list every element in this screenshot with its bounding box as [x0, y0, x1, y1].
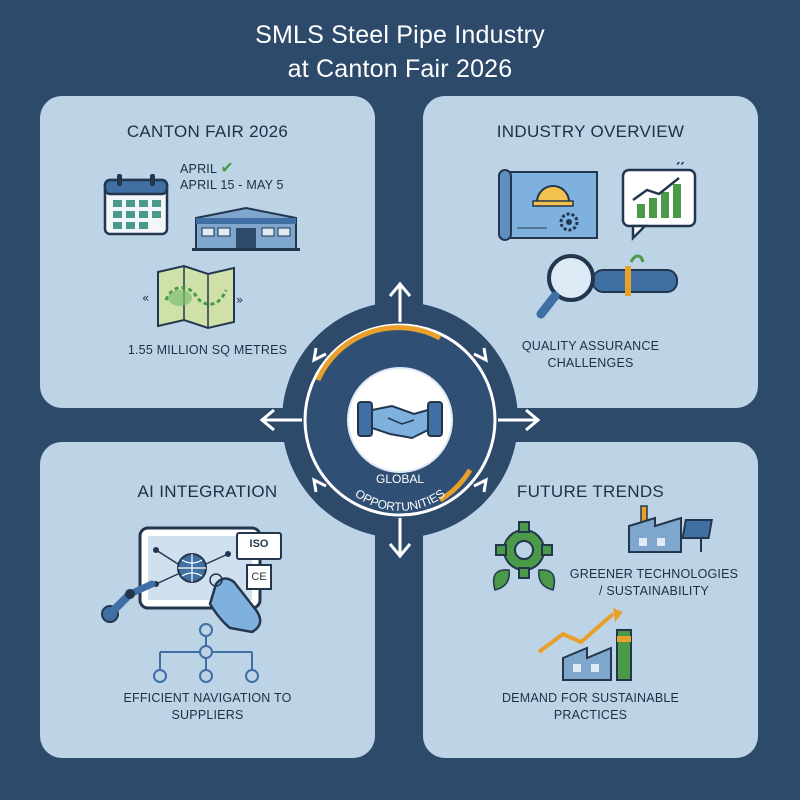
iso-badge: ISO [236, 532, 282, 560]
network-icon [153, 623, 259, 683]
growth-factory-icon [537, 608, 632, 681]
map-icon: « » [142, 264, 243, 330]
nav-caption-line-1: EFFICIENT NAVIGATION TO [123, 691, 292, 705]
title-line-1: SMLS Steel Pipe Industry [255, 21, 545, 49]
date-range: APRIL 15 - MAY 5 [180, 178, 284, 192]
panel-future-trends: FUTURE TRENDS GREENER TECHNOLOGIES / SUS… [423, 442, 758, 758]
exhibition-hall-icon [192, 206, 300, 251]
check-icon: ✔ [220, 160, 234, 177]
trends-caption-1-line-2: / SUSTAINABILITY [599, 584, 709, 598]
panel-title-industry-overview: INDUSTRY OVERVIEW [496, 122, 685, 141]
title-line-2: at Canton Fair 2026 [287, 55, 513, 83]
magnifier-pipe-icon [536, 254, 678, 319]
area-caption: 1.55 MILLION SQ METRES [127, 343, 288, 357]
date-line-1: APRIL ✔ [180, 160, 234, 178]
panel-title-ai-integration: AI INTEGRATION [137, 482, 278, 501]
robot-arm-icon [101, 580, 156, 623]
calendar-icon [103, 174, 169, 236]
blueprint-icon [498, 169, 598, 241]
panel-title-canton-fair: CANTON FAIR 2026 [126, 122, 289, 141]
trends-caption-2-line-2: PRACTICES [553, 708, 628, 722]
panel-title-future-trends: FUTURE TRENDS [516, 482, 665, 501]
date-month: APRIL [180, 162, 217, 176]
arrow-right-head [525, 408, 541, 432]
nav-caption-line-2: SUPPLIERS [171, 708, 244, 722]
hub-label-line-1: GLOBAL [376, 472, 424, 486]
handshake-icon [357, 401, 443, 440]
gear-leaf-icon [492, 521, 556, 591]
solar-factory-icon [628, 505, 714, 553]
ce-badge: CE [246, 564, 272, 590]
arrow-down-head [388, 543, 412, 559]
panel-canton-fair: CANTON FAIR 2026 APRIL ✔ APRIL 15 - MAY … [40, 96, 375, 408]
qa-caption-line-2: CHALLENGES [547, 356, 634, 370]
chart-bubble-icon: ” [621, 162, 697, 242]
panel-ai-integration: AI INTEGRATION ISO CE EFFICIENT NAVIGATI… [40, 442, 375, 758]
trends-caption-1-line-1: GREENER TECHNOLOGIES [569, 567, 739, 581]
tablet-hand-icon [138, 526, 262, 634]
svg-text:«: « [142, 291, 149, 305]
panel-industry-overview: INDUSTRY OVERVIEW ” QUALITY ASSURANCE CH… [423, 96, 758, 408]
svg-text:”: ” [675, 162, 686, 182]
qa-caption-line-1: QUALITY ASSURANCE [521, 339, 660, 353]
arrow-up-head [388, 281, 412, 297]
trends-caption-2-line-1: DEMAND FOR SUSTAINABLE [501, 691, 680, 705]
page-title: SMLS Steel Pipe Industry at Canton Fair … [0, 18, 800, 86]
svg-text:»: » [236, 293, 243, 307]
arrow-left-head [259, 408, 275, 432]
